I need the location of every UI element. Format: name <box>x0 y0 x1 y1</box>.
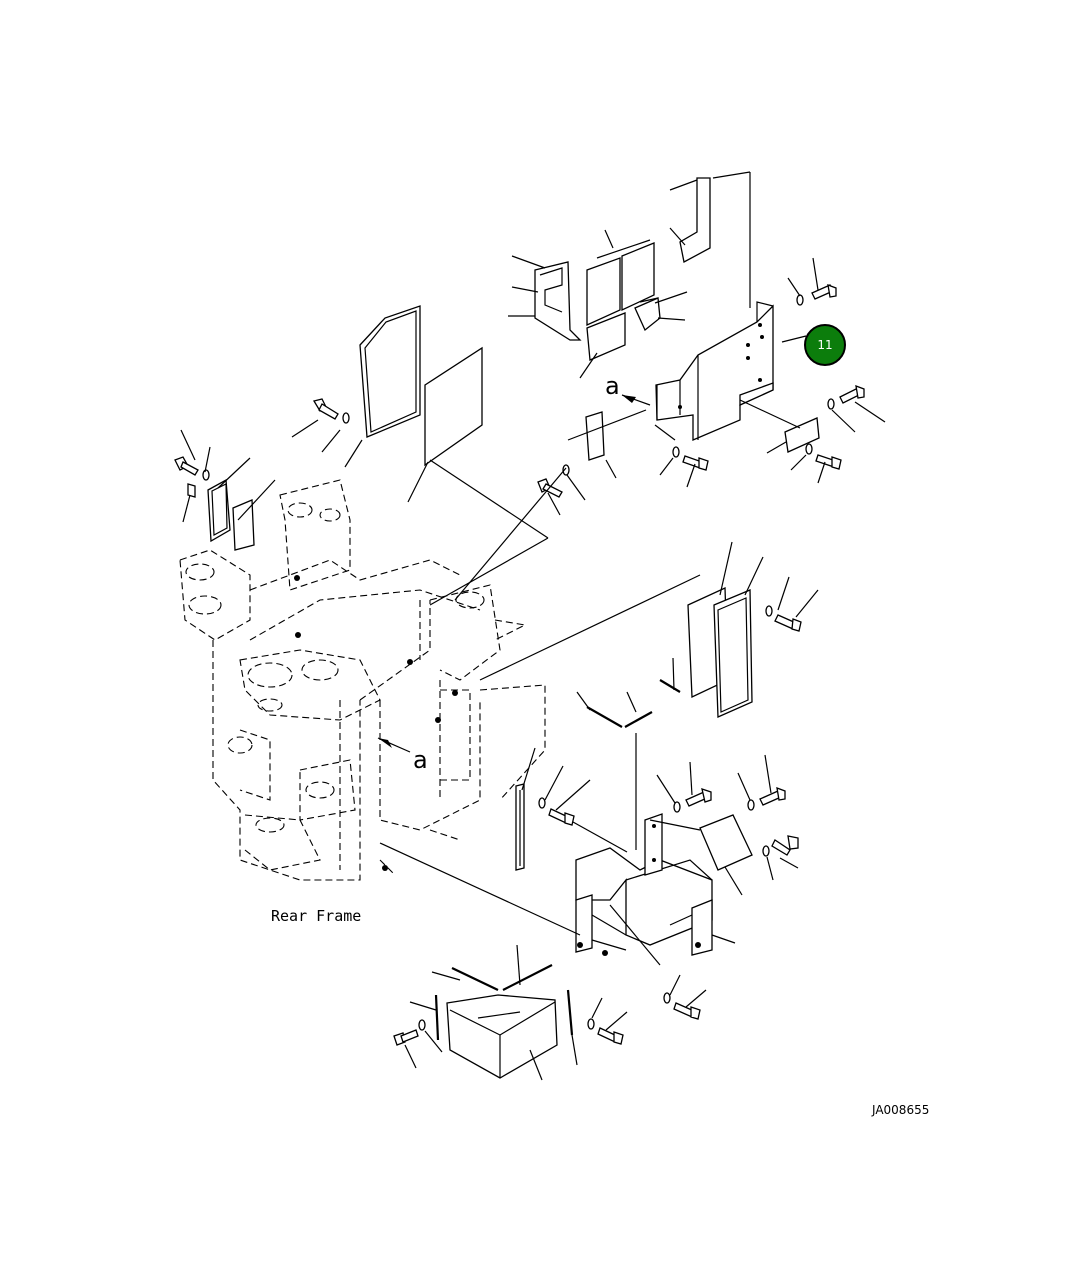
callout-number: 11 <box>817 338 832 352</box>
right-top-bolts <box>739 257 886 484</box>
view-marker-frame: a <box>413 746 428 774</box>
view-marker-top: a <box>605 372 620 400</box>
left-small-parts <box>174 429 276 551</box>
callout-11[interactable]: 11 <box>804 324 846 366</box>
lower-box-assembly <box>379 747 799 966</box>
top-cover-assembly: a <box>508 171 807 441</box>
drawing-code: JA008655 <box>871 1103 929 1117</box>
right-mid-panels <box>576 541 819 850</box>
left-cover-plate <box>291 305 483 503</box>
assembly-leaders <box>429 459 701 681</box>
bolt-left-top <box>312 398 350 424</box>
callout-badge[interactable] <box>804 324 846 366</box>
view-arrow-frame: a <box>377 737 428 774</box>
bottom-tray <box>393 944 707 1081</box>
frame-label: Rear Frame <box>271 907 361 925</box>
hole-marker <box>294 575 300 581</box>
rear-frame-outline <box>179 479 546 881</box>
mid-small-panel <box>537 409 709 516</box>
